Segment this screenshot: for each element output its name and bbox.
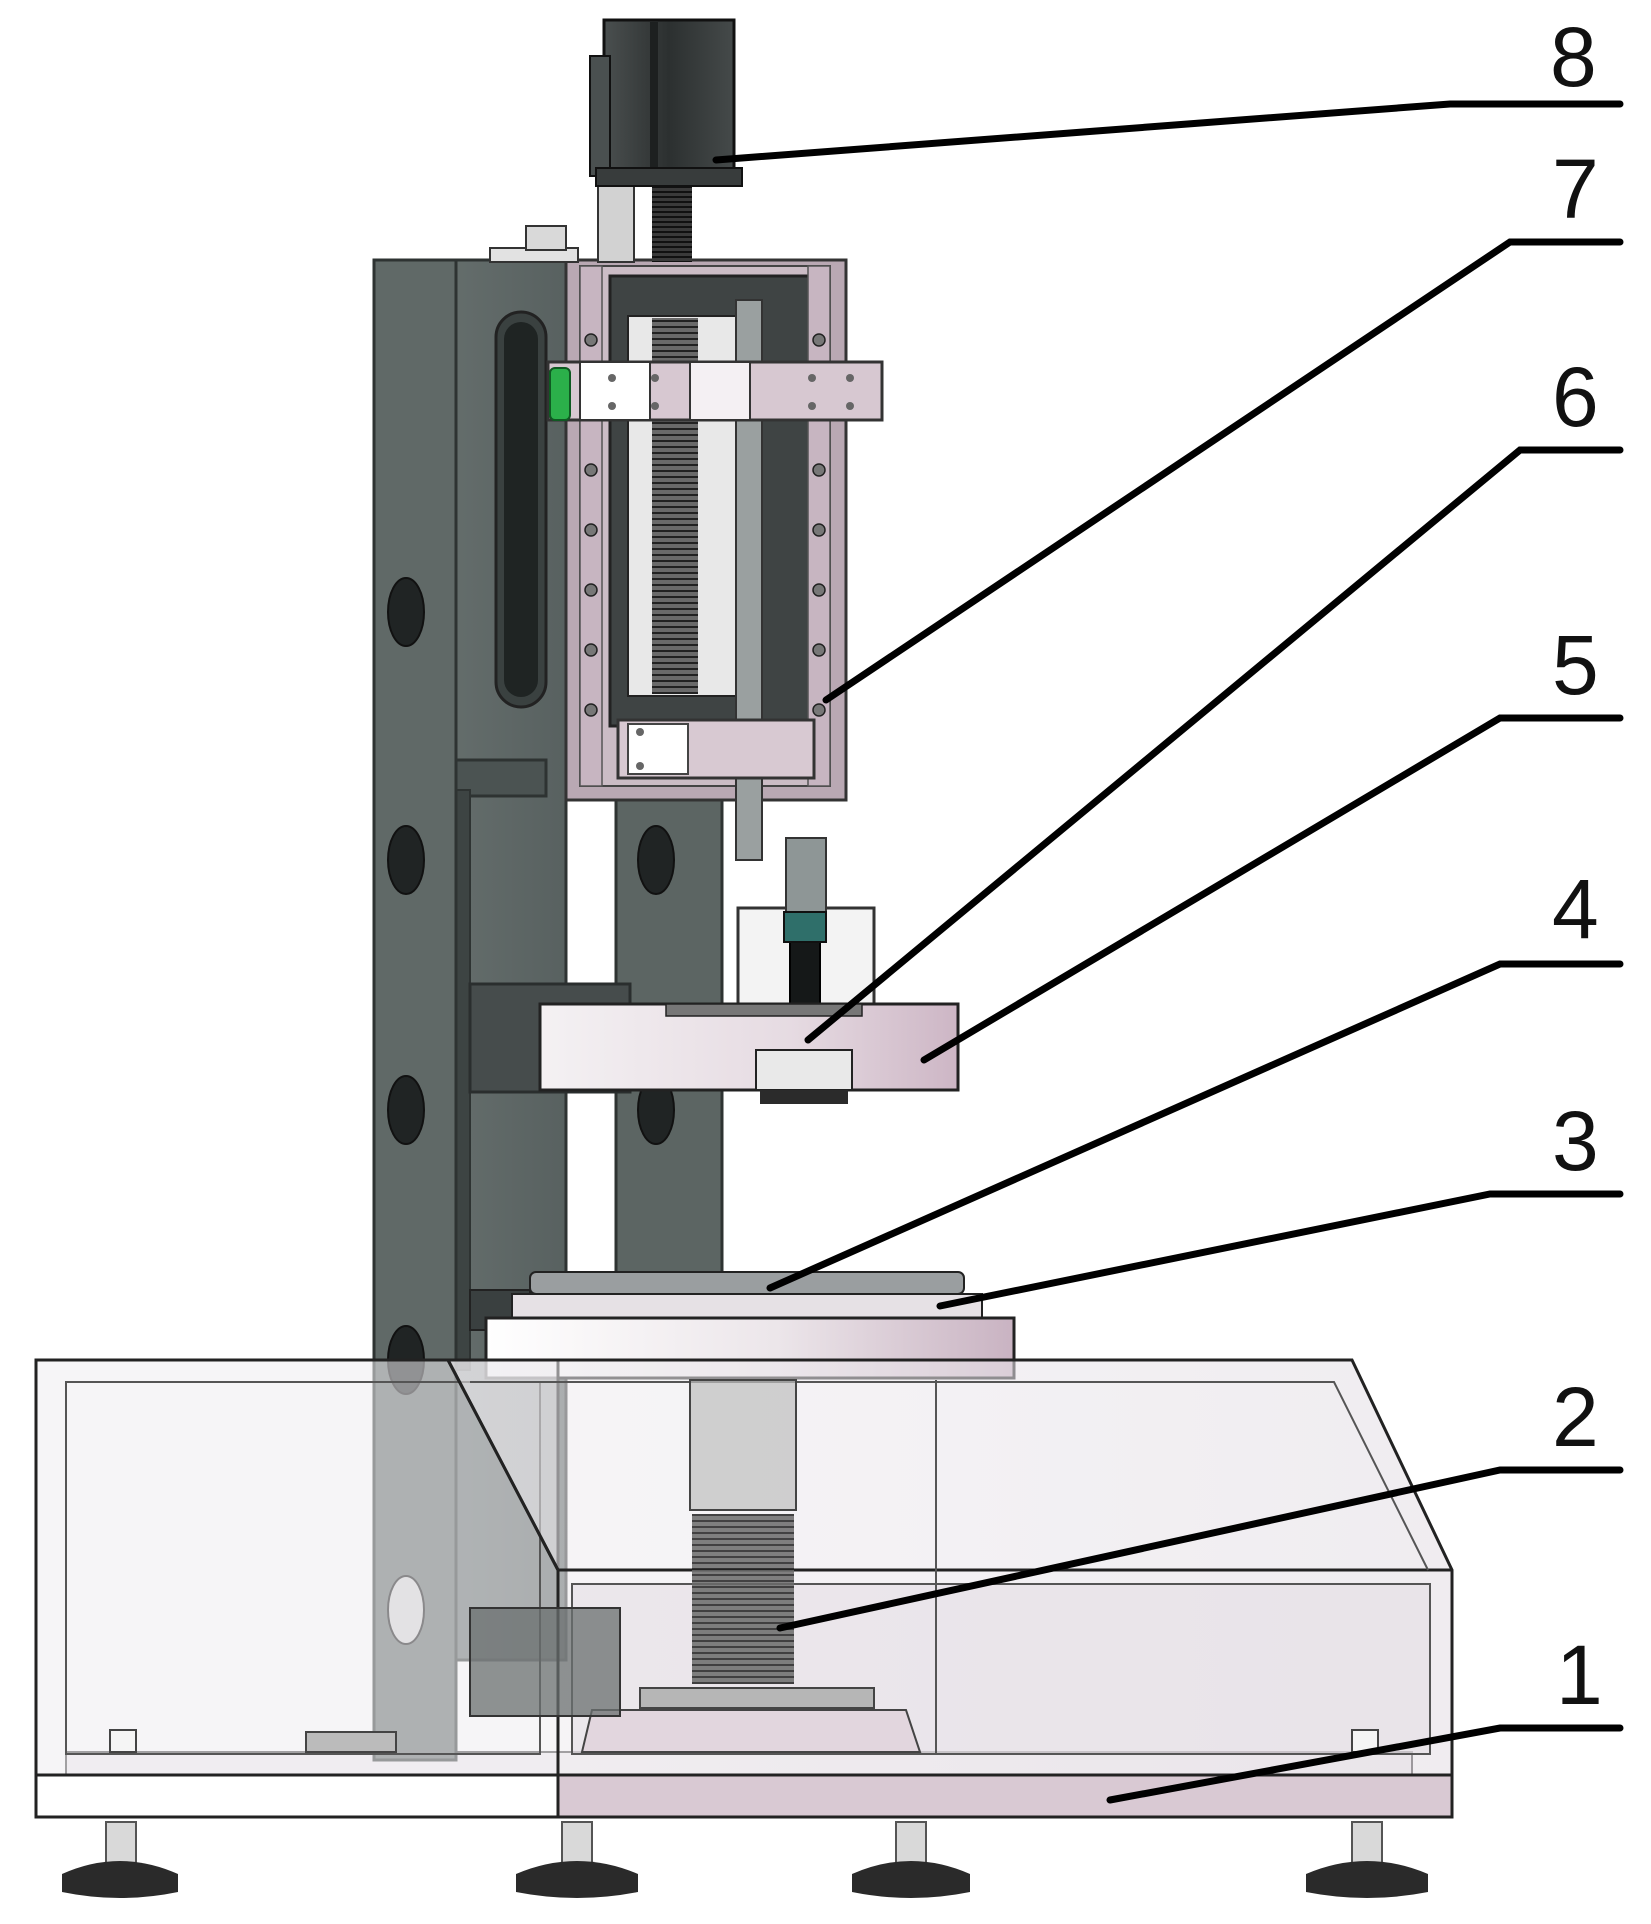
transparent-enclosure [34, 1358, 1454, 1777]
green-indicator [549, 367, 571, 421]
leader-line-4 [766, 960, 1624, 1292]
leader-line-5 [920, 714, 1624, 1064]
specimen-disk [529, 1271, 965, 1295]
callout-3: 3 [1552, 1094, 1599, 1188]
leader-line-1 [1106, 1724, 1624, 1804]
callout-2: 2 [1552, 1370, 1599, 1464]
callout-1: 1 [1556, 1628, 1603, 1722]
foot-1 [62, 1821, 178, 1898]
stepper-motor [589, 18, 743, 263]
linear-actuator [489, 225, 884, 861]
callout-6: 6 [1552, 350, 1599, 444]
callout-7: 7 [1552, 142, 1599, 236]
foot-2 [516, 1821, 638, 1898]
base-feet [62, 1821, 1428, 1898]
upper-platen [538, 1002, 960, 1104]
callout-8: 8 [1550, 10, 1597, 104]
leader-line-3 [936, 1190, 1624, 1310]
leader-line-8 [712, 100, 1624, 164]
leader-lines [712, 100, 1624, 1804]
leader-line-6 [804, 446, 1624, 1044]
callout-numbers: 8 7 6 5 4 3 2 1 [1550, 10, 1603, 1722]
leader-line-7 [822, 238, 1624, 704]
leader-line-2 [776, 1466, 1624, 1632]
foot-3 [852, 1821, 970, 1898]
foot-4 [1306, 1821, 1428, 1898]
callout-5: 5 [1552, 618, 1599, 712]
callout-4: 4 [1552, 862, 1599, 956]
